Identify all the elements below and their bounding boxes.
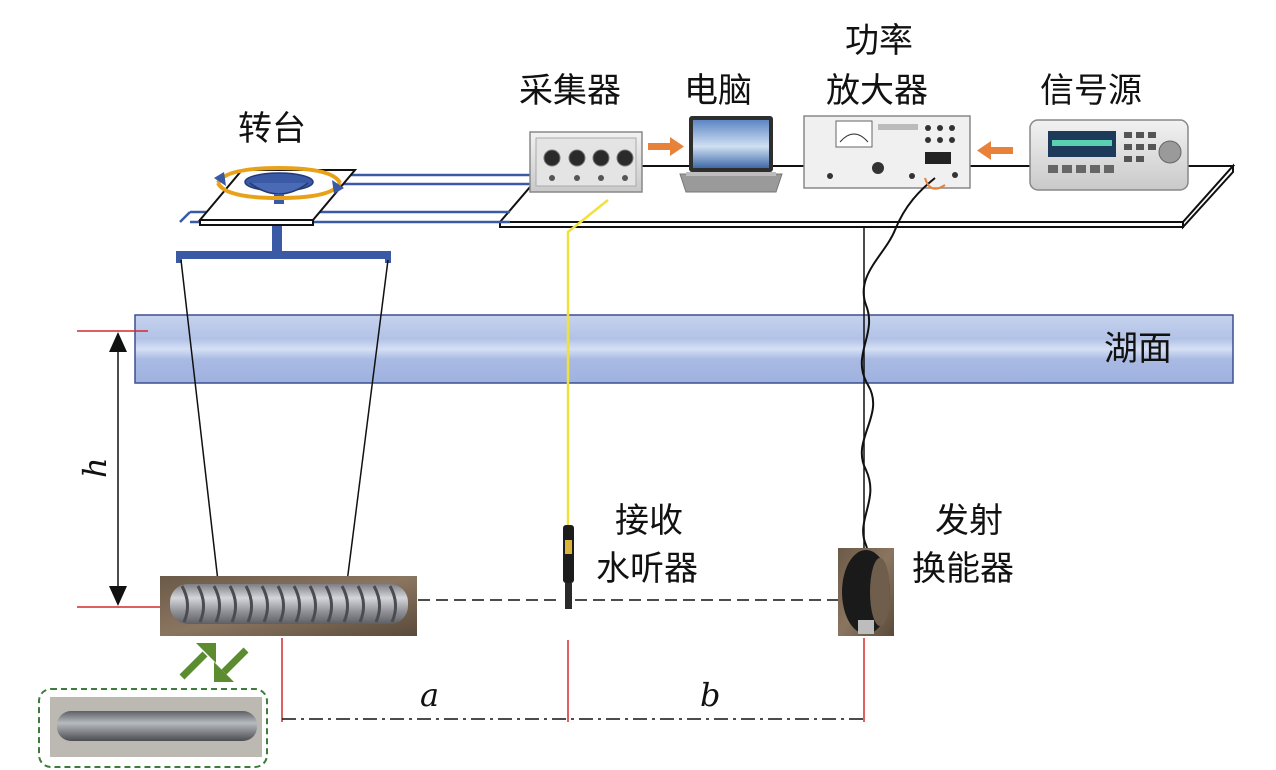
label-power-amp-line2: 放大器 — [826, 71, 928, 111]
lake-surface — [134, 314, 1234, 384]
collector-device — [529, 131, 643, 193]
depth-marker — [77, 330, 165, 608]
screw-thread — [340, 585, 349, 623]
computer-laptop — [679, 116, 783, 193]
screw-rod-target — [160, 576, 417, 636]
hydrophone-cable — [566, 199, 609, 528]
label-lake-surface: 湖面 — [1104, 329, 1172, 369]
arrow-source-to-amplifier — [977, 141, 1013, 160]
label-depth-h: h — [76, 457, 114, 478]
turntable — [176, 165, 530, 263]
label-turntable: 转台 — [238, 109, 306, 149]
label-distance-b: b — [700, 676, 720, 714]
screw-thread — [356, 585, 365, 623]
receiver-hydrophone — [563, 525, 574, 609]
screw-thread — [308, 585, 317, 623]
screw-thread — [292, 585, 301, 623]
label-signal-source: 信号源 — [1040, 71, 1142, 111]
screw-thread — [228, 585, 237, 623]
signal-source-device — [1029, 119, 1189, 191]
suspension-lines — [180, 259, 389, 591]
label-distance-a: a — [420, 676, 439, 714]
label-transmitter-line2: 换能器 — [912, 549, 1014, 589]
label-transmitter-line1: 发射 — [935, 501, 1003, 541]
screw-thread — [324, 585, 333, 623]
transmitter-cable — [860, 177, 946, 591]
label-computer: 电脑 — [684, 71, 752, 111]
label-power-amp-line1: 功率 — [845, 21, 913, 61]
screw-thread — [196, 585, 205, 623]
screw-thread — [180, 585, 189, 623]
smooth-rod-inset — [38, 688, 268, 768]
exchange-arrows — [179, 643, 249, 682]
arrow-down-left — [214, 647, 249, 682]
screw-thread — [276, 585, 285, 623]
screw-thread — [244, 585, 253, 623]
screw-thread — [388, 585, 397, 623]
power-amplifier-device — [803, 115, 971, 189]
screw-thread — [260, 585, 269, 623]
screw-thread — [212, 585, 221, 623]
screw-thread — [372, 585, 381, 623]
label-receiver-line2: 水听器 — [596, 549, 698, 589]
arrow-up-right — [179, 643, 216, 680]
distance-markers — [281, 638, 865, 722]
arrow-collector-to-computer — [648, 137, 684, 156]
transmitting-transducer — [838, 548, 894, 636]
label-collector: 采集器 — [519, 71, 621, 111]
label-receiver-line1: 接收 — [615, 501, 683, 541]
